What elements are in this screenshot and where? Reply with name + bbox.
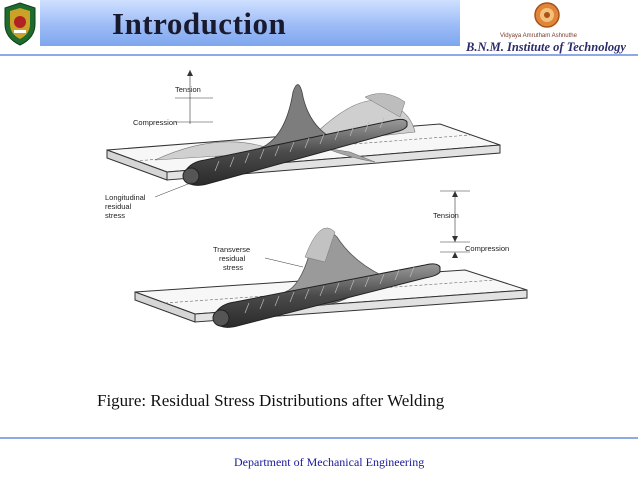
footer-divider xyxy=(0,437,638,439)
department-footer: Department of Mechanical Engineering xyxy=(234,455,425,469)
top-stress-label-line3: stress xyxy=(105,211,125,220)
slide-title: Introduction xyxy=(112,6,287,41)
bottom-stress-label-line2: residual xyxy=(219,254,246,263)
header-divider xyxy=(0,54,638,56)
top-plate-side-edge xyxy=(106,149,168,181)
bottom-plate-side-edge xyxy=(134,291,196,323)
bottom-stress-label-line3: stress xyxy=(223,263,243,272)
top-tension-label: Tension xyxy=(175,85,201,94)
title-band xyxy=(40,0,460,46)
college-emblem-logo xyxy=(4,2,36,46)
institute-motto: Vidyaya Amrutham Ashnuthe xyxy=(500,33,577,39)
top-stress-label-line1: Longitudinal xyxy=(105,193,146,202)
top-weld-bead xyxy=(184,118,408,186)
top-stress-label-line2: residual xyxy=(105,202,132,211)
bottom-tension-label: Tension xyxy=(433,211,459,220)
bottom-plate-group xyxy=(134,190,528,328)
top-plate-group xyxy=(106,70,501,186)
residual-stress-diagram: Tension Compression Longitudinal residua… xyxy=(105,70,528,328)
top-compression-label: Compression xyxy=(133,118,177,127)
bottom-weld-bead xyxy=(214,263,441,328)
top-tension-peak xyxy=(254,84,346,151)
institute-seal-logo xyxy=(534,2,560,28)
bottom-compression-label: Compression xyxy=(465,244,509,253)
figure-caption: Figure: Residual Stress Distributions af… xyxy=(97,391,445,410)
institute-name: B.N.M. Institute of Technology xyxy=(466,40,626,54)
bottom-stress-label-line1: Transverse xyxy=(213,245,250,254)
